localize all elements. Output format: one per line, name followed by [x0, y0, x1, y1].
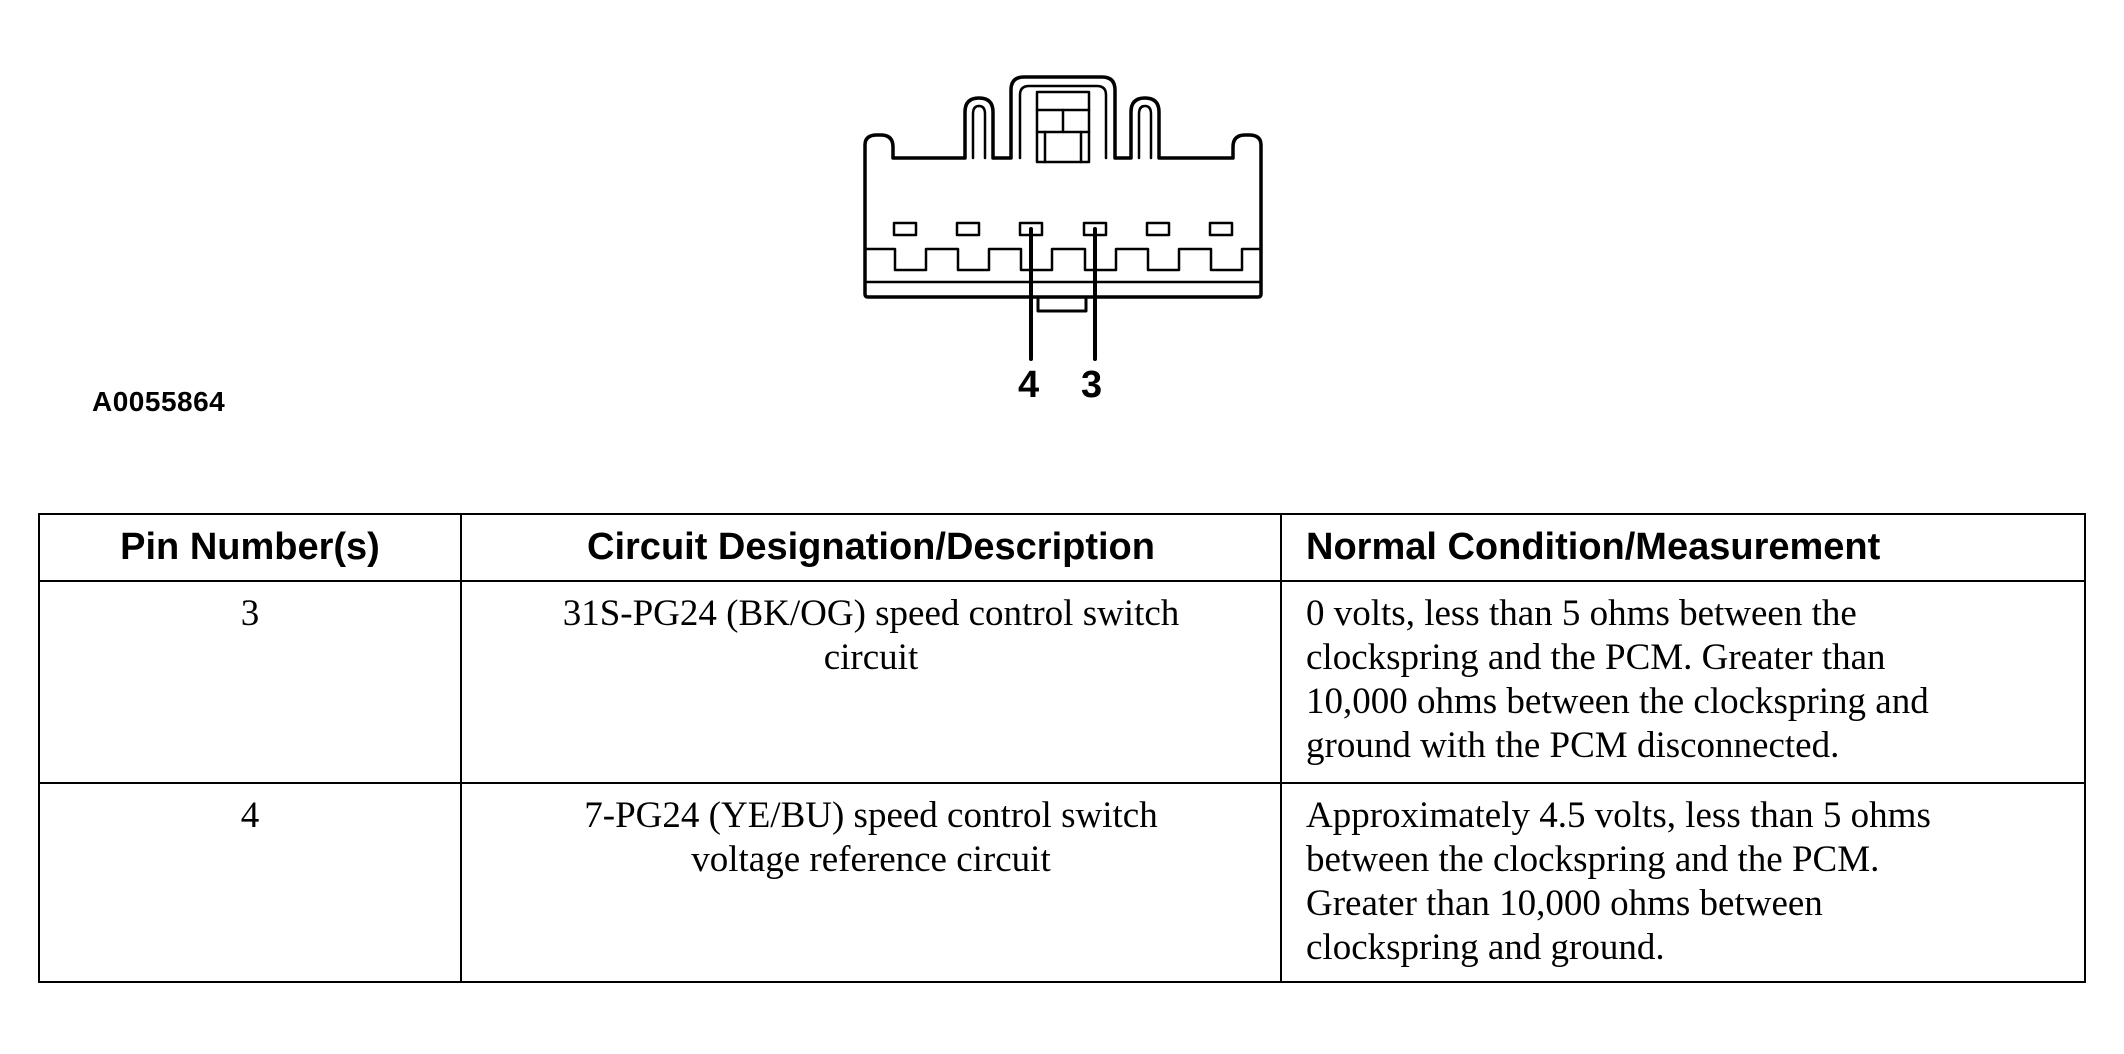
- condition-line: clockspring and ground.: [1306, 927, 1665, 968]
- pin-label-3: 3: [1081, 364, 1103, 406]
- latch-window: [1035, 90, 1091, 164]
- pinout-table: Pin Number(s) Circuit Designation/Descri…: [38, 513, 2086, 983]
- condition-line: ground with the PCM disconnected.: [1306, 725, 1840, 766]
- condition-line: Approximately 4.5 volts, less than 5 ohm…: [1306, 795, 1931, 836]
- table-row: 3 31S-PG24 (BK/OG) speed control switch …: [38, 580, 2086, 784]
- condition-line: clockspring and the PCM. Greater than: [1306, 637, 1886, 678]
- header-circuit-designation: Circuit Designation/Description: [460, 513, 1282, 582]
- latch-inner-line: [1018, 84, 1108, 160]
- circuit-line: 31S-PG24 (BK/OG) speed control switch: [562, 593, 1180, 634]
- table-row: 4 7-PG24 (YE/BU) speed control switch vo…: [38, 782, 2086, 983]
- header-normal-condition: Normal Condition/Measurement: [1280, 513, 2086, 582]
- pin-label-4: 4: [1018, 364, 1040, 406]
- header-pin-number: Pin Number(s): [38, 513, 462, 582]
- pin-number: 3: [240, 593, 260, 634]
- circuit-description-cell: 31S-PG24 (BK/OG) speed control switch ci…: [460, 580, 1282, 784]
- condition-line: between the clockspring and the PCM.: [1306, 839, 1880, 880]
- pin-number: 4: [240, 795, 260, 836]
- circuit-line: circuit: [823, 637, 919, 678]
- table-header-row: Pin Number(s) Circuit Designation/Descri…: [38, 513, 2086, 582]
- tab-inner-left: [971, 104, 987, 160]
- pin-number-cell: 3: [38, 580, 462, 784]
- condition-line: Greater than 10,000 ohms between: [1306, 883, 1823, 924]
- normal-condition-cell: 0 volts, less than 5 ohms between the cl…: [1280, 580, 2086, 784]
- circuit-description-cell: 7-PG24 (YE/BU) speed control switch volt…: [460, 782, 1282, 983]
- circuit-line: voltage reference circuit: [691, 839, 1051, 880]
- normal-condition-cell: Approximately 4.5 volts, less than 5 ohm…: [1280, 782, 2086, 983]
- circuit-line: 7-PG24 (YE/BU) speed control switch: [584, 795, 1158, 836]
- condition-line: 10,000 ohms between the clockspring and: [1306, 681, 1929, 722]
- bottom-key: [1036, 295, 1088, 313]
- terminal-step-line: [863, 247, 1263, 272]
- tab-inner-right: [1137, 104, 1153, 160]
- figure-id: A0055864: [92, 386, 226, 417]
- condition-line: 0 volts, less than 5 ohms between the: [1306, 593, 1857, 634]
- pin-windows: [892, 221, 1234, 237]
- connector-diagram: [863, 75, 1263, 361]
- connector-housing-outline: [863, 75, 1263, 299]
- pin-number-cell: 4: [38, 782, 462, 983]
